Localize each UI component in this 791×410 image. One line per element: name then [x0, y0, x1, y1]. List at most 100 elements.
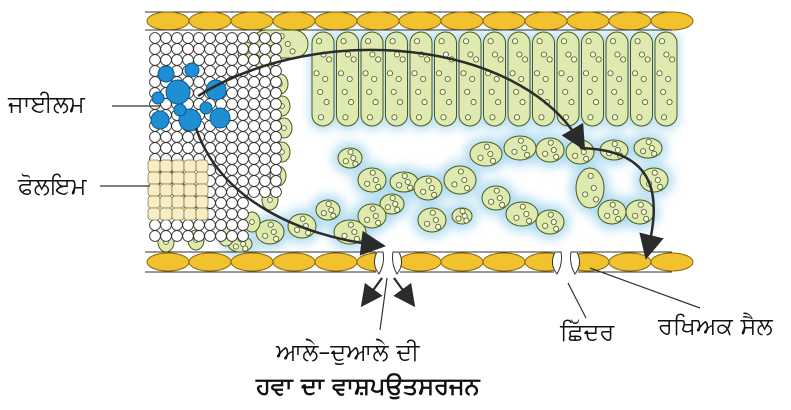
chloroplast [470, 76, 475, 81]
chloroplast [512, 39, 517, 44]
parenchyma-cell [161, 44, 172, 55]
chloroplast [342, 233, 347, 238]
parenchyma-cell [238, 77, 249, 88]
chloroplast [268, 222, 273, 227]
chloroplast [422, 99, 427, 104]
chloroplast [321, 211, 326, 216]
parenchyma-cell [150, 55, 161, 66]
lower-epidermis-cell [189, 253, 231, 271]
chloroplast [644, 216, 649, 221]
chloroplast [400, 57, 405, 62]
chloroplast [517, 52, 522, 57]
parenchyma-cell [249, 154, 260, 165]
chloroplast [537, 39, 542, 44]
chloroplast [433, 217, 438, 222]
chloroplast [370, 52, 375, 57]
parenchyma-cell [260, 187, 271, 198]
chloroplast [370, 206, 375, 211]
phloem-cell [184, 160, 196, 172]
chloroplast [605, 213, 610, 218]
phloem-cell [148, 160, 160, 172]
chloroplast [460, 209, 465, 214]
parenchyma-cell [249, 143, 260, 154]
lower-epidermis-cell [273, 253, 315, 271]
parenchyma-cell [238, 176, 249, 187]
chloroplast [392, 115, 397, 120]
chloroplast [282, 126, 287, 131]
chloroplast [421, 189, 426, 194]
chloroplast [405, 179, 410, 184]
chloroplast [522, 145, 527, 150]
chloroplast [667, 99, 672, 104]
chloroplast [539, 115, 544, 120]
vapour-arrow-right [394, 278, 410, 300]
chloroplast [372, 76, 377, 81]
parenchyma-cell [161, 132, 172, 143]
chloroplast [343, 115, 348, 120]
parenchyma-cell [150, 220, 161, 231]
chloroplast [649, 145, 654, 150]
chloroplast [578, 142, 583, 147]
chloroplast [430, 210, 435, 215]
parenchyma-cell [216, 143, 227, 154]
parenchyma-cell [194, 77, 205, 88]
chloroplast [412, 71, 417, 76]
parenchyma-cell [260, 165, 271, 176]
chloroplast [464, 185, 469, 190]
chloroplast [615, 147, 620, 152]
parenchyma-cell [150, 44, 161, 55]
chloroplast [351, 155, 356, 160]
parenchyma-cell [249, 176, 260, 187]
parenchyma-cell [161, 220, 172, 231]
parenchyma-cell [183, 44, 194, 55]
parenchyma-cell [271, 187, 282, 198]
chloroplast [387, 71, 392, 76]
phloem-cell [184, 196, 196, 208]
phloem-cell [196, 208, 208, 220]
chloroplast [588, 115, 593, 120]
chloroplast [543, 151, 548, 156]
chloroplast [471, 99, 476, 104]
parenchyma-cell [271, 33, 282, 44]
chloroplast [633, 213, 638, 218]
parenchyma-cell [271, 176, 282, 187]
lower-epidermis-cell [483, 253, 525, 271]
chloroplast [610, 39, 615, 44]
phloem-cell [148, 196, 160, 208]
parenchyma-cell [238, 33, 249, 44]
chloroplast [314, 71, 319, 76]
xylem-vessel [185, 63, 199, 77]
lower-epidermis-cell [231, 253, 273, 271]
parenchyma-cell [260, 121, 271, 132]
xylem-label: ਜਾਈਲਮ [8, 90, 85, 118]
parenchyma-cell [205, 220, 216, 231]
parenchyma-cell [172, 44, 183, 55]
chloroplast [290, 49, 295, 54]
parenchyma-cell [183, 220, 194, 231]
parenchyma-cell [216, 154, 227, 165]
parenchyma-cell [227, 220, 238, 231]
chloroplast [318, 89, 323, 94]
chloroplast [391, 89, 396, 94]
chloroplast [594, 197, 599, 202]
parenchyma-cell [205, 55, 216, 66]
chloroplast [271, 229, 276, 234]
chloroplast [393, 201, 398, 206]
parenchyma-cell [172, 220, 183, 231]
chloroplast [655, 177, 660, 182]
chloroplast [396, 76, 401, 81]
parenchyma-cell [271, 154, 282, 165]
parenchyma-cell [271, 110, 282, 121]
chloroplast [390, 195, 395, 200]
chloroplast [285, 41, 290, 46]
chloroplast [478, 155, 483, 160]
chloroplast [541, 52, 546, 57]
parenchyma-cell [172, 55, 183, 66]
parenchyma-cell [183, 143, 194, 154]
parenchyma-cell [238, 143, 249, 154]
chloroplast [316, 39, 321, 44]
parenchyma-cell [227, 99, 238, 110]
chloroplast [514, 89, 519, 94]
chloroplast [494, 188, 499, 193]
chloroplast [583, 71, 588, 76]
